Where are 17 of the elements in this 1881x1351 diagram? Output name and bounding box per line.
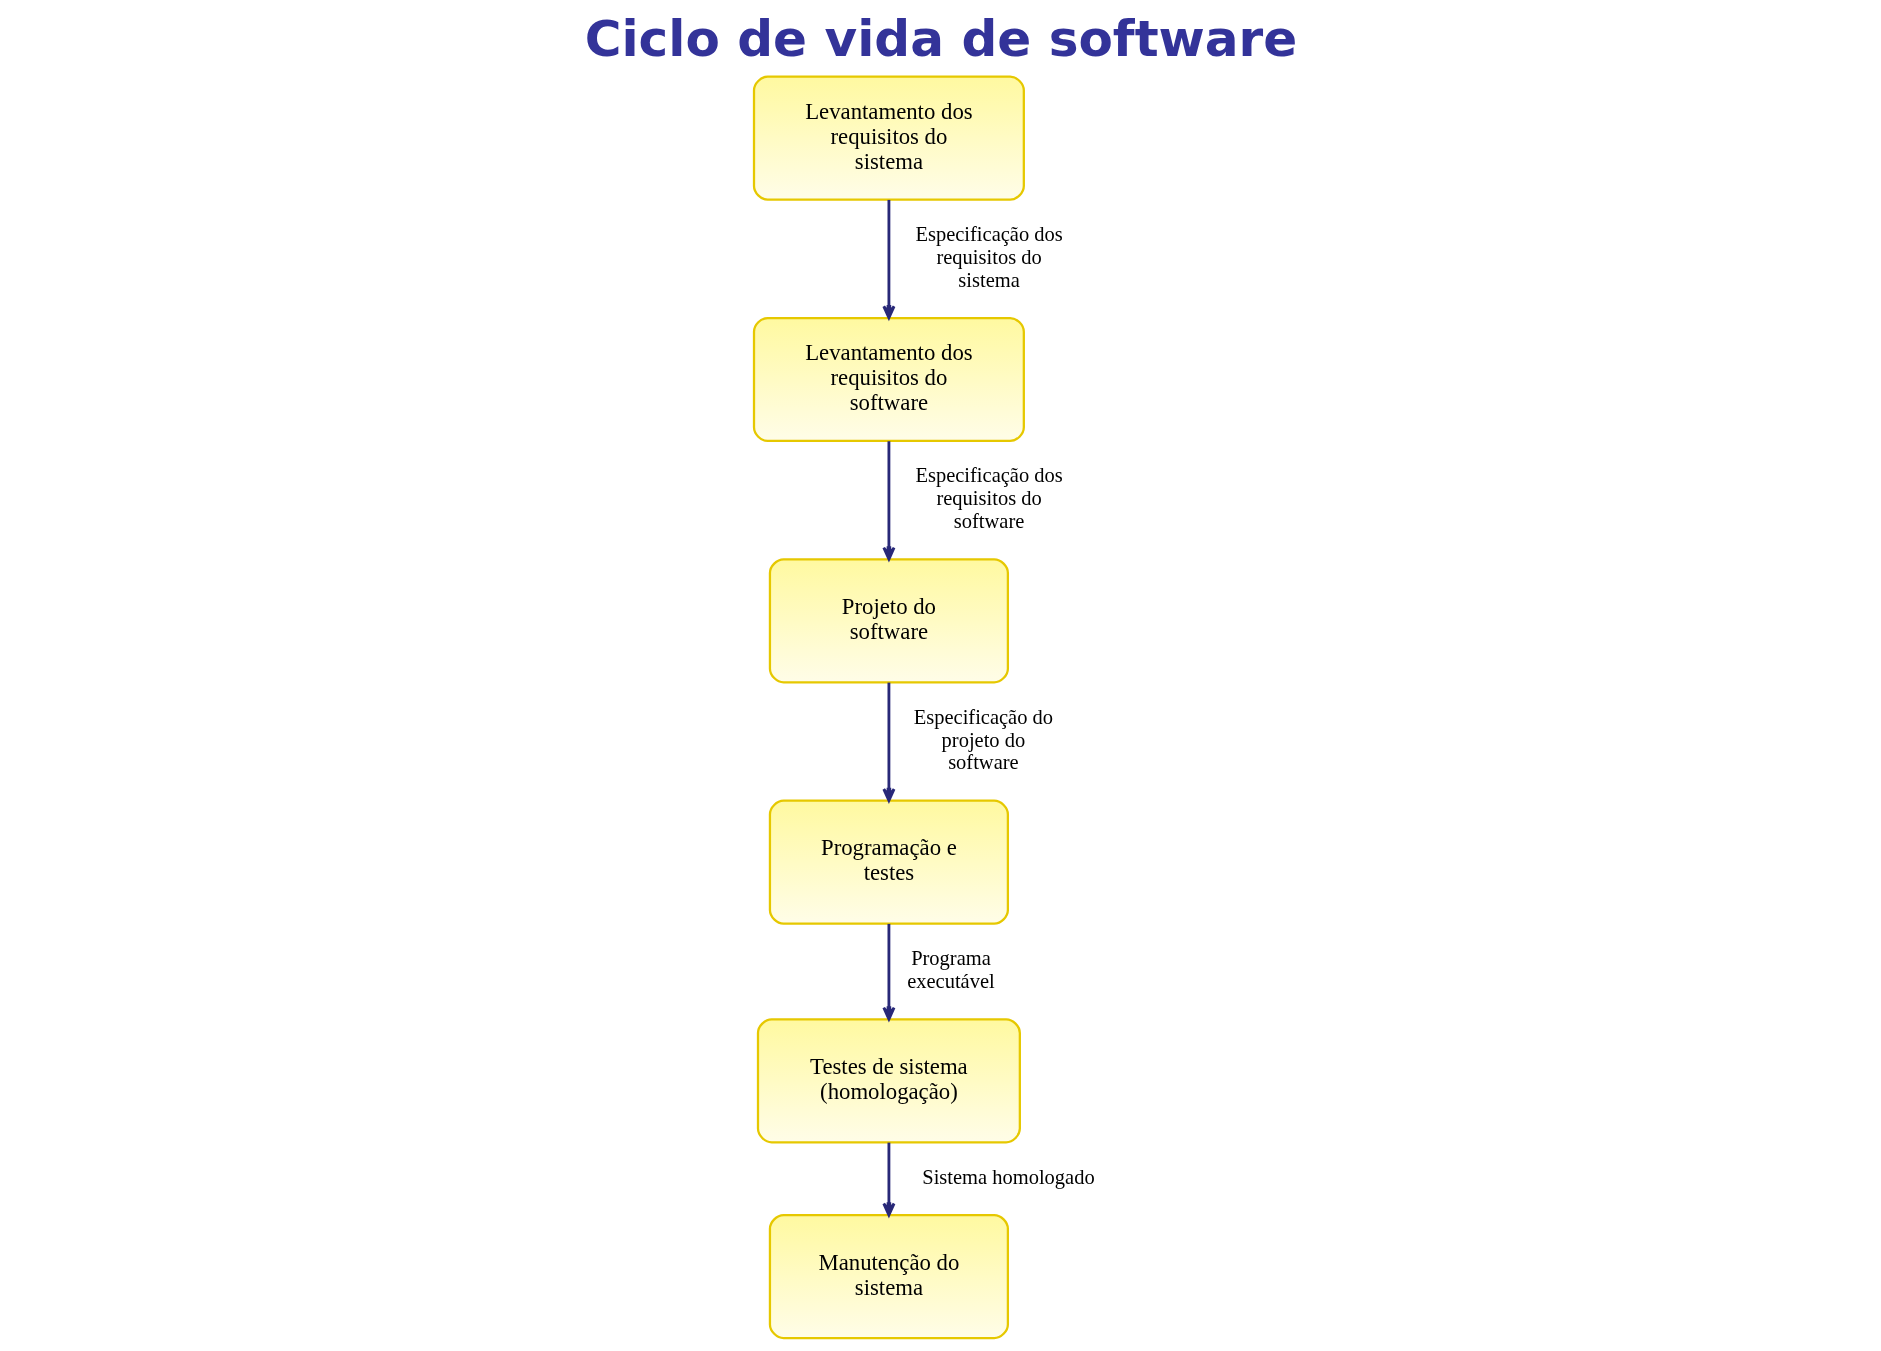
arrow (881, 1142, 895, 1217)
edge-label: Especificação dos requisitos do sistema (914, 223, 1063, 291)
edge-label: Sistema homologado (921, 1165, 1095, 1188)
node-box: Testes de sistema (homologação) (756, 1018, 1021, 1144)
node-box: Projeto do software (768, 558, 1009, 684)
edge-label: Programa executável (906, 947, 995, 992)
node-box: Programação e testes (768, 799, 1009, 925)
node-box: Levantamento dos requisitos do software (752, 316, 1025, 443)
node-box: Levantamento dos requisitos do sistema (752, 75, 1025, 201)
arrow (881, 923, 895, 1021)
edge-label: Especificação do projeto do software (913, 705, 1053, 774)
diagram-title: Ciclo de vida de software (584, 10, 1297, 69)
arrow (881, 441, 895, 561)
node-box: Manutenção do sistema (768, 1214, 1009, 1340)
edge-label: Especificação dos requisitos do software (914, 464, 1063, 532)
arrow (881, 199, 895, 320)
arrow (881, 682, 895, 802)
